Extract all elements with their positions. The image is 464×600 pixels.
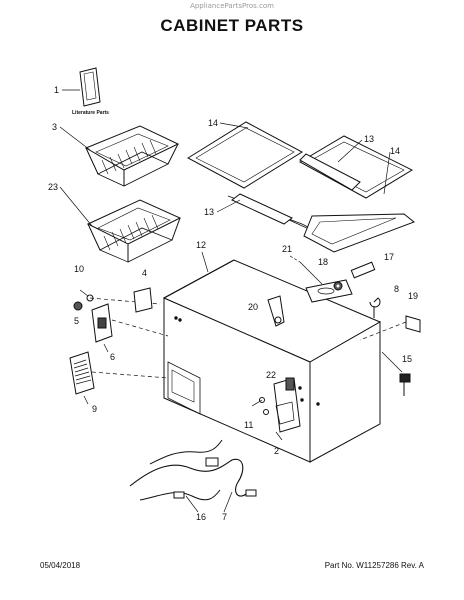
callout-14-left: 14	[208, 118, 218, 128]
callout-23: 23	[48, 182, 58, 192]
callout-17: 17	[384, 252, 394, 262]
callout-10: 10	[74, 264, 84, 274]
callout-5: 5	[74, 316, 79, 326]
callout-6: 6	[110, 352, 115, 362]
lower-basket	[59, 186, 182, 263]
wire-harness	[129, 439, 257, 513]
callout-7: 7	[222, 512, 227, 522]
literature-booklet	[62, 67, 101, 107]
callout-21: 21	[282, 244, 292, 254]
callout-18: 18	[318, 257, 328, 267]
callout-8: 8	[394, 284, 399, 294]
callout-12: 12	[196, 240, 206, 250]
footer-date: 05/04/2018	[40, 561, 81, 570]
callout-4: 4	[142, 268, 147, 278]
page-title: CABINET PARTS	[160, 16, 304, 35]
callout-14-right: 14	[390, 146, 400, 156]
watermark: AppliancePartsPros.com	[190, 2, 274, 10]
left-controls	[73, 287, 169, 353]
literature-parts-label: Literature Parts	[72, 110, 109, 116]
callout-11: 11	[244, 420, 253, 430]
callout-13-top: 13	[364, 134, 374, 144]
vent-grille	[69, 351, 169, 405]
right-hardware	[359, 297, 421, 396]
callout-13-bottom: 13	[204, 207, 214, 217]
footer-part-number: Part No. W11257286 Rev. A	[324, 561, 424, 570]
lid-gasket-frame	[187, 121, 415, 253]
upper-basket	[59, 125, 180, 187]
callout-1: 1	[54, 85, 59, 95]
callout-2: 2	[274, 446, 279, 456]
callout-20: 20	[248, 302, 258, 312]
hinge-assembly	[267, 255, 376, 327]
thermostat-bracket	[251, 377, 301, 441]
callout-22: 22	[266, 370, 276, 380]
callout-3: 3	[52, 122, 57, 132]
callout-9: 9	[92, 404, 97, 414]
callout-19: 19	[408, 291, 418, 301]
callout-16: 16	[196, 512, 206, 522]
callout-15: 15	[402, 354, 412, 364]
